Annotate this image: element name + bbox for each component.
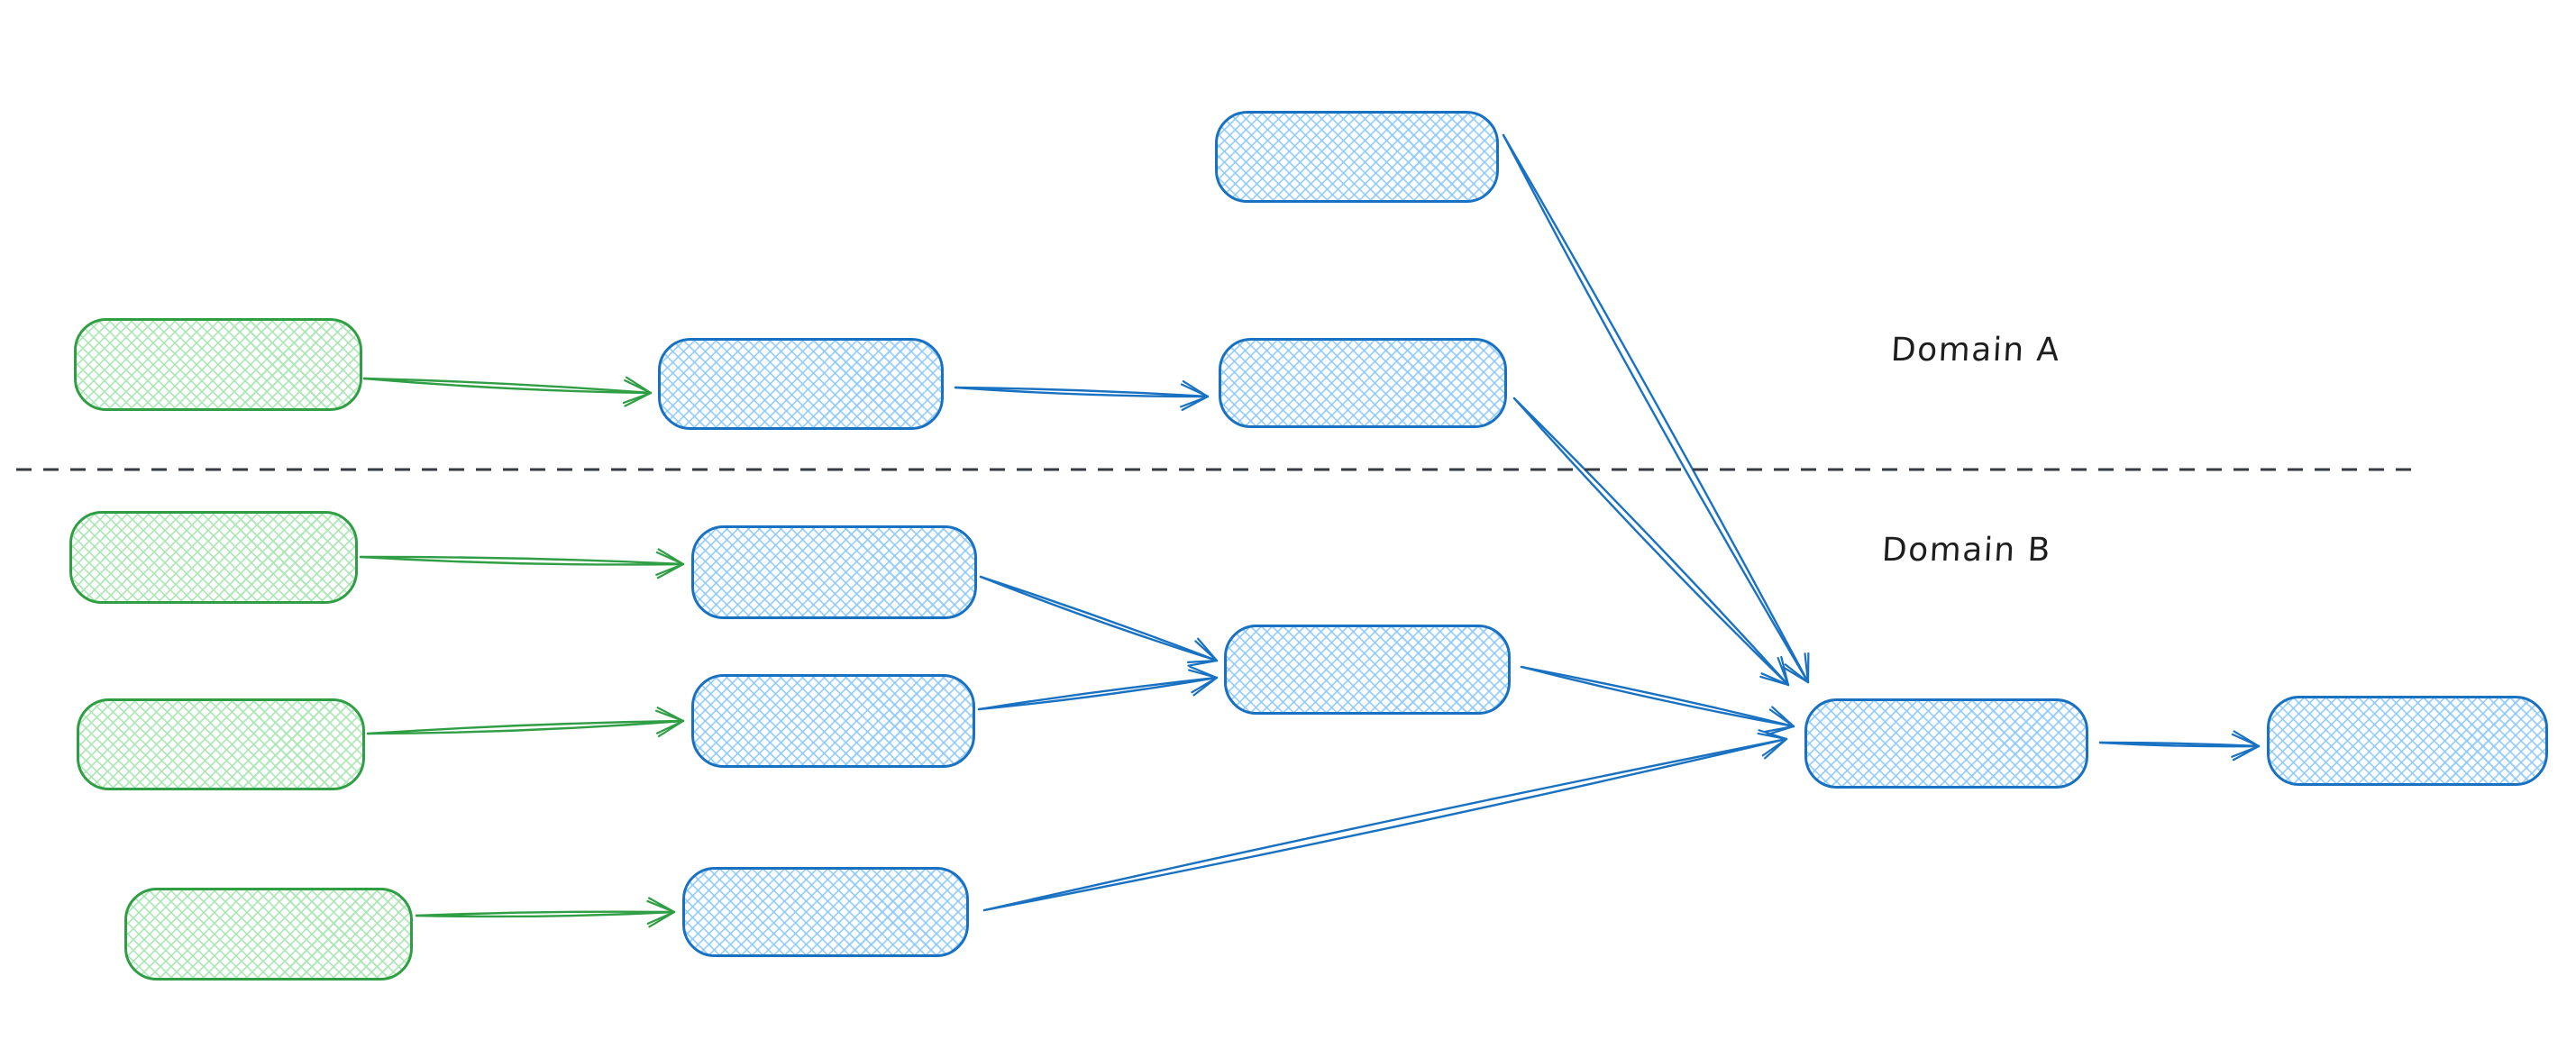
node-blue-stage1-a[interactable] [658, 338, 944, 430]
arrow-green-source-a-to-blue-stage1-a [362, 376, 653, 407]
arrow-blue-stage1-b1-to-blue-merge-b [979, 575, 1219, 667]
node-green-source-b2[interactable] [77, 698, 365, 790]
arrow-blue-aggregate-to-blue-output [2098, 730, 2261, 762]
node-blue-stage1-b2[interactable] [691, 674, 975, 768]
arrow-blue-merge-b-to-blue-aggregate [1520, 665, 1795, 736]
node-blue-stage1-b1[interactable] [691, 525, 977, 619]
node-green-source-a[interactable] [74, 318, 362, 411]
node-green-source-b3[interactable] [124, 888, 413, 981]
domain-b-label: Domain B [1880, 532, 2052, 569]
node-blue-stage2-a[interactable] [1219, 338, 1507, 428]
node-top-source[interactable] [1215, 111, 1499, 203]
arrow-blue-stage2-a-to-blue-aggregate [1512, 397, 1790, 687]
node-blue-stage1-b3[interactable] [682, 867, 969, 957]
node-blue-merge-b[interactable] [1224, 625, 1511, 715]
arrow-blue-stage1-b3-to-blue-aggregate [982, 729, 1788, 912]
node-blue-aggregate[interactable] [1804, 698, 2088, 789]
arrow-green-source-b3-to-blue-stage1-b3 [415, 897, 676, 928]
arrow-green-source-b1-to-blue-stage1-b1 [359, 548, 685, 579]
arrow-blue-stage1-a-to-blue-stage2-a [954, 380, 1210, 411]
node-green-source-b1[interactable] [69, 511, 358, 604]
arrow-green-source-b2-to-blue-stage1-b2 [366, 707, 685, 738]
node-blue-output[interactable] [2267, 696, 2548, 786]
arrow-blue-stage1-b2-to-blue-merge-b [977, 665, 1219, 711]
domain-a-label: Domain A [1889, 332, 2061, 369]
arrow-top-source-to-blue-aggregate [1502, 133, 1810, 684]
